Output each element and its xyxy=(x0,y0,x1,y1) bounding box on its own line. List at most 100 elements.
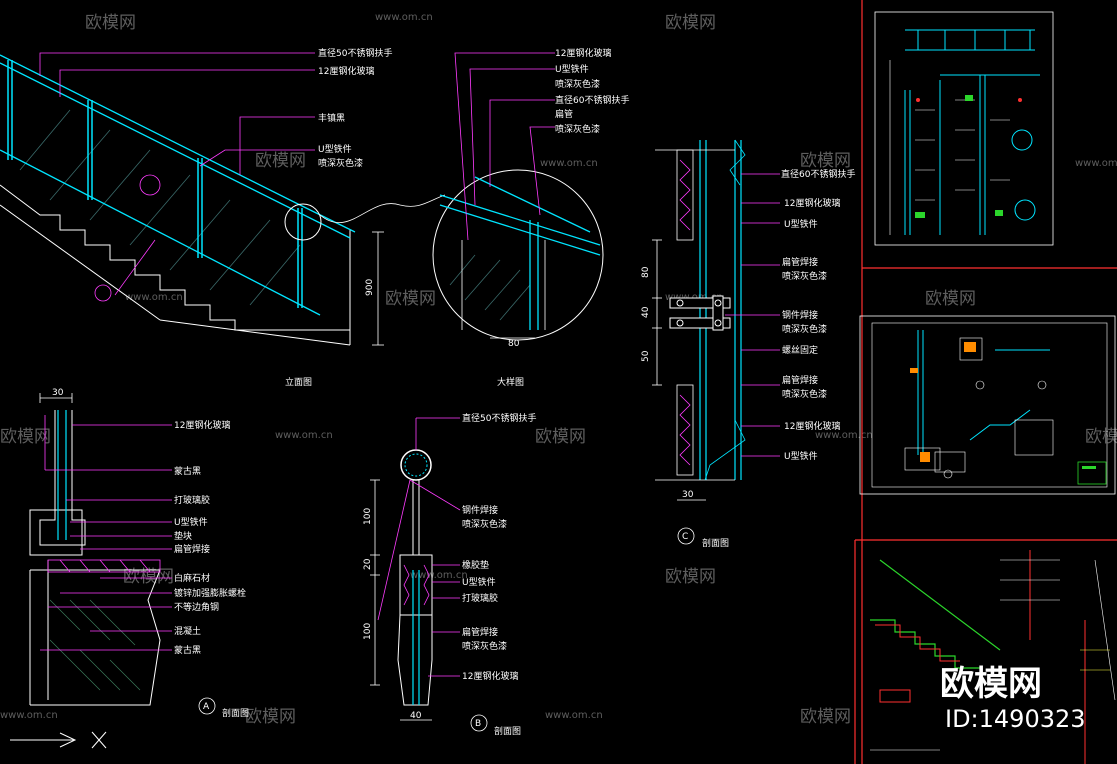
section-a-outline xyxy=(29,410,161,706)
elevation-leaders xyxy=(39,52,315,296)
section-b-label-paint2: 喷深灰色漆 xyxy=(462,640,507,652)
section-a-stone-hatch xyxy=(47,559,161,573)
watermark-url: www.om.cn xyxy=(540,158,598,169)
sheet-thumbnail-2 xyxy=(859,315,1116,495)
elevation-label-handrail: 直径50不锈钢扶手 xyxy=(318,47,392,59)
section-c-dim-50: 50 xyxy=(641,350,651,362)
section-a-label-stone: 蒙古黑 xyxy=(174,465,201,477)
section-b-frame xyxy=(397,480,433,706)
section-c-label-steel-weld: 钢件焊接 xyxy=(782,309,818,321)
section-c-hatch xyxy=(679,159,691,466)
detail-view: 80 12厘钢化玻璃 U型铁件 喷深灰色漆 直径60不锈钢扶手 扁管 喷深灰色漆… xyxy=(432,47,629,388)
elevation-label-glass: 12厘钢化玻璃 xyxy=(318,65,374,77)
section-c-marker xyxy=(677,527,695,545)
section-c-glass xyxy=(699,140,742,480)
detail-label-glass: 12厘钢化玻璃 xyxy=(555,47,611,59)
section-a-label-granite: 白麻石材 xyxy=(174,572,210,584)
watermark-brand: 欧模网 xyxy=(245,707,296,727)
section-a-marker xyxy=(198,697,216,715)
section-b-label-sealant: 打玻璃胶 xyxy=(462,592,498,604)
detail-frame xyxy=(461,240,546,339)
watermark-brand: 欧模网 xyxy=(0,427,51,447)
section-a-label-ubracket: U型铁件 xyxy=(174,516,208,528)
elevation-dim-900: 900 xyxy=(365,279,375,296)
section-a-label-stone2: 蒙古黑 xyxy=(174,644,201,656)
watermark-url: www.om.cn xyxy=(1075,158,1117,169)
watermark-logo-4: 欧模网 www.om.cn xyxy=(800,151,1117,171)
detail-title: 大样图 xyxy=(497,376,524,388)
section-b-dim-40: 40 xyxy=(410,711,422,721)
section-b-dims xyxy=(370,479,432,721)
elevation-handrail xyxy=(0,54,356,316)
section-b-dim-100b: 100 xyxy=(363,623,373,640)
watermark-brand: 欧模网 xyxy=(800,151,851,171)
watermark-brand: 欧模网 xyxy=(1085,427,1117,447)
section-a-glass xyxy=(57,410,67,540)
section-c-label-ubracket2: U型铁件 xyxy=(784,450,818,462)
section-b-label-glass: 12厘钢化玻璃 xyxy=(462,670,518,682)
section-a-title: 剖面图 xyxy=(222,707,249,719)
section-c-dim-30: 30 xyxy=(682,490,694,500)
section-c-label-handrail: 直径60不锈钢扶手 xyxy=(781,168,855,180)
section-c-title: 剖面图 xyxy=(702,537,729,549)
section-a-label-bolt: 镀锌加强膨胀螺栓 xyxy=(174,587,246,599)
elevation-detail-circle xyxy=(284,203,322,241)
sheet-thumbnail-1 xyxy=(874,11,1054,246)
section-a-label-angle: 不等边角钢 xyxy=(174,601,219,613)
elevation-view: 900 直径50不锈钢扶手 12厘钢化玻璃 丰镇黑 U型铁件 喷深灰色漆 立面图 xyxy=(0,47,392,388)
watermark-logo-8: www.om.cn 欧模网 xyxy=(815,427,1117,447)
elevation-title: 立面图 xyxy=(285,376,312,388)
detail-rail xyxy=(439,176,601,330)
watermark-url: www.om.cn xyxy=(275,430,333,441)
section-c-dim-40: 40 xyxy=(641,306,651,318)
section-b-dim-20: 20 xyxy=(363,558,373,570)
detail-circle xyxy=(432,169,604,341)
section-b-marker-letter: B xyxy=(475,719,481,729)
section-a-label-concrete: 混凝土 xyxy=(174,625,201,637)
section-a-dims xyxy=(39,393,73,403)
big-watermark-brand: 欧模网 xyxy=(940,664,1042,704)
watermark-url: www.om.cn xyxy=(410,570,468,581)
section-c-label-glass2: 12厘钢化玻璃 xyxy=(784,420,840,432)
elevation-label-paint: 喷深灰色漆 xyxy=(318,157,363,169)
section-c-label-paint2: 喷深灰色漆 xyxy=(782,323,827,335)
elevation-markers xyxy=(94,174,161,302)
section-c-leaders xyxy=(725,173,780,457)
section-b-title: 剖面图 xyxy=(494,725,521,737)
section-a-view: 30 12厘钢化玻璃 蒙古黑 打玻璃胶 U型铁件 垫块 扁管焊接 白麻石材 镀锌… xyxy=(10,388,249,749)
section-c-label-ubracket: U型铁件 xyxy=(784,218,818,230)
detail-label-tube: 扁管 xyxy=(555,108,573,120)
watermark-brand: 欧模网 xyxy=(255,151,306,171)
section-a-dim-30: 30 xyxy=(52,388,64,398)
watermark-url: www.om.cn xyxy=(545,710,603,721)
section-b-hatch xyxy=(403,564,430,606)
section-b-handrail-inner xyxy=(404,453,428,477)
section-c-label-screw: 螺丝固定 xyxy=(782,344,818,356)
section-b-label-paint1: 喷深灰色漆 xyxy=(462,518,507,530)
detail-label-ubracket: U型铁件 xyxy=(555,63,589,75)
section-a-concrete-hatch xyxy=(49,599,141,691)
watermark-logo-3: 欧模网 www.om.cn xyxy=(255,151,598,171)
section-c-marker-letter: C xyxy=(682,532,688,542)
detail-dim-80: 80 xyxy=(508,339,520,349)
watermark-brand: 欧模网 xyxy=(85,13,136,33)
watermark-url: www.om.cn xyxy=(815,430,873,441)
section-c-label-tube-weld: 扁管焊接 xyxy=(782,256,818,268)
watermark-brand: 欧模网 xyxy=(925,289,976,309)
section-a-label-shim: 垫块 xyxy=(174,530,192,542)
watermark-brand: 欧模网 xyxy=(665,13,716,33)
sheet-thumbnail-3 xyxy=(870,550,1116,764)
section-b-label-ubracket: U型铁件 xyxy=(462,576,496,588)
watermark-logo-2: 欧模网 xyxy=(665,13,716,33)
sheet-borders xyxy=(854,0,1117,764)
elevation-label-ubracket: U型铁件 xyxy=(318,143,352,155)
section-c-break xyxy=(704,139,746,481)
watermark-url: www.om.cn xyxy=(0,710,58,721)
detail-label-paint2: 喷深灰色漆 xyxy=(555,123,600,135)
section-b-leaders xyxy=(377,417,461,677)
section-a-label-tube-weld: 扁管焊接 xyxy=(174,543,210,555)
